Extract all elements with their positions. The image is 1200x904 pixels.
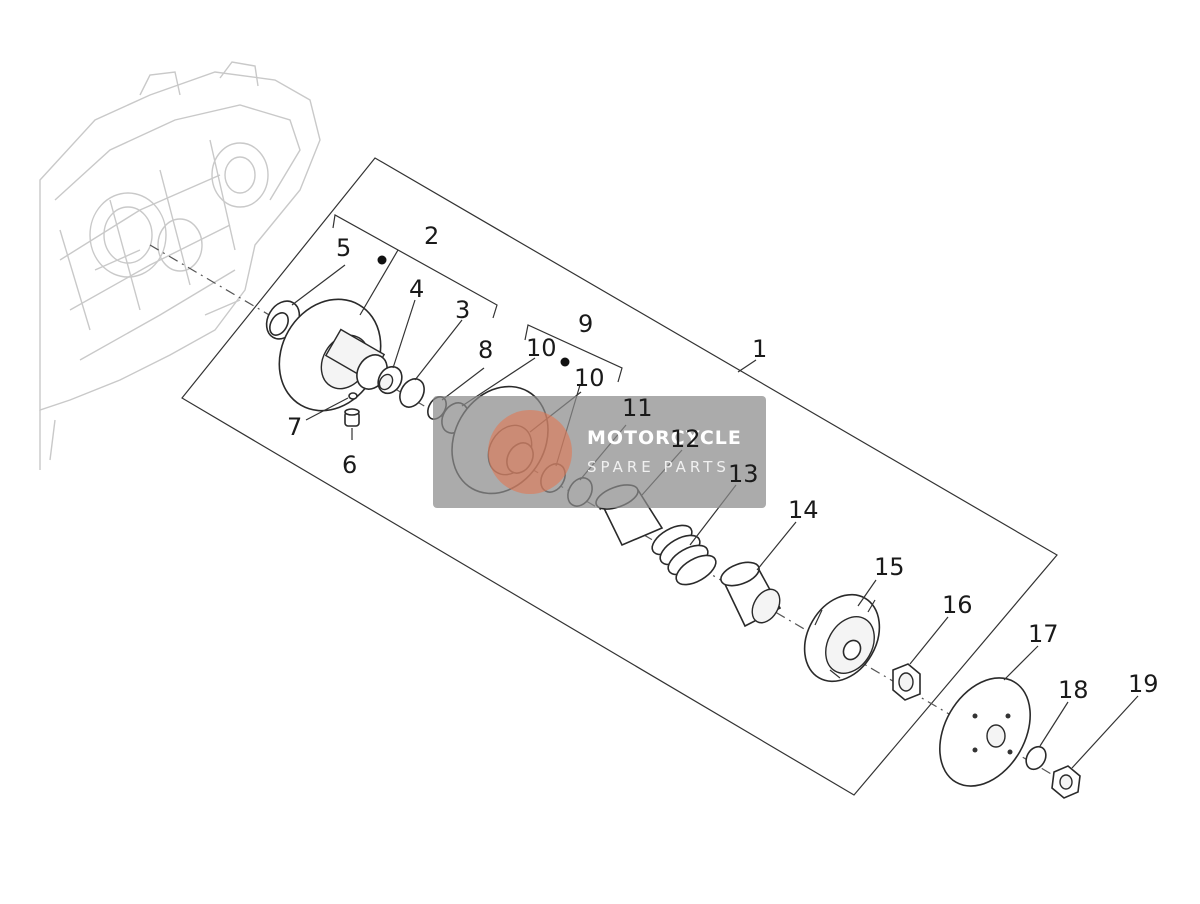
part-6-screw bbox=[344, 408, 360, 427]
callout-7: 7 bbox=[287, 413, 302, 441]
callout-17: 17 bbox=[1028, 620, 1059, 648]
callout-10b: 10 bbox=[574, 364, 605, 392]
callout-14: 14 bbox=[788, 496, 819, 524]
callout-12: 12 bbox=[670, 425, 701, 453]
part-4-bushing bbox=[377, 365, 403, 395]
callout-11: 11 bbox=[622, 394, 653, 422]
part-16-nut bbox=[892, 663, 921, 701]
callout-labels: 1 2 3 4 5 6 7 8 9 10 10 11 12 13 14 15 1… bbox=[287, 222, 1159, 704]
callout-16: 16 bbox=[942, 591, 973, 619]
part-2-drive-pulley bbox=[278, 255, 388, 412]
callout-3: 3 bbox=[455, 296, 470, 324]
callout-18: 18 bbox=[1058, 676, 1089, 704]
watermark-line1: MOTORCYCLE bbox=[587, 427, 742, 449]
watermark-line2: SPARE PARTS bbox=[587, 458, 730, 476]
callout-5: 5 bbox=[336, 234, 351, 262]
callout-19: 19 bbox=[1128, 670, 1159, 698]
callout-2: 2 bbox=[424, 222, 439, 250]
callout-15: 15 bbox=[874, 553, 905, 581]
bullet-dot bbox=[377, 255, 387, 265]
part-13-spring bbox=[651, 524, 717, 586]
part-3-circlip bbox=[399, 378, 425, 408]
crankcase-ghost-drawing bbox=[39, 61, 321, 470]
callout-9: 9 bbox=[578, 310, 593, 338]
part-7-washer bbox=[348, 392, 358, 400]
callout-1: 1 bbox=[752, 335, 767, 363]
part-17-clutch-bell bbox=[939, 677, 1031, 787]
bullet-dot bbox=[560, 357, 570, 367]
bracket-group-2 bbox=[332, 214, 498, 319]
callout-4: 4 bbox=[409, 275, 424, 303]
callout-13: 13 bbox=[728, 460, 759, 488]
callout-6: 6 bbox=[342, 451, 357, 479]
part-19-nut bbox=[1051, 765, 1081, 799]
part-14-spacer bbox=[720, 561, 782, 628]
assembly-frame bbox=[181, 157, 1058, 796]
watermark: MOTORCYCLE SPARE PARTS bbox=[433, 396, 766, 508]
part-18-washer bbox=[1025, 745, 1047, 771]
callout-10a: 10 bbox=[526, 334, 557, 362]
part-15-clutch bbox=[803, 593, 881, 683]
callout-8: 8 bbox=[478, 336, 493, 364]
bracket-group-9 bbox=[524, 324, 623, 383]
globe-icon bbox=[488, 410, 572, 494]
